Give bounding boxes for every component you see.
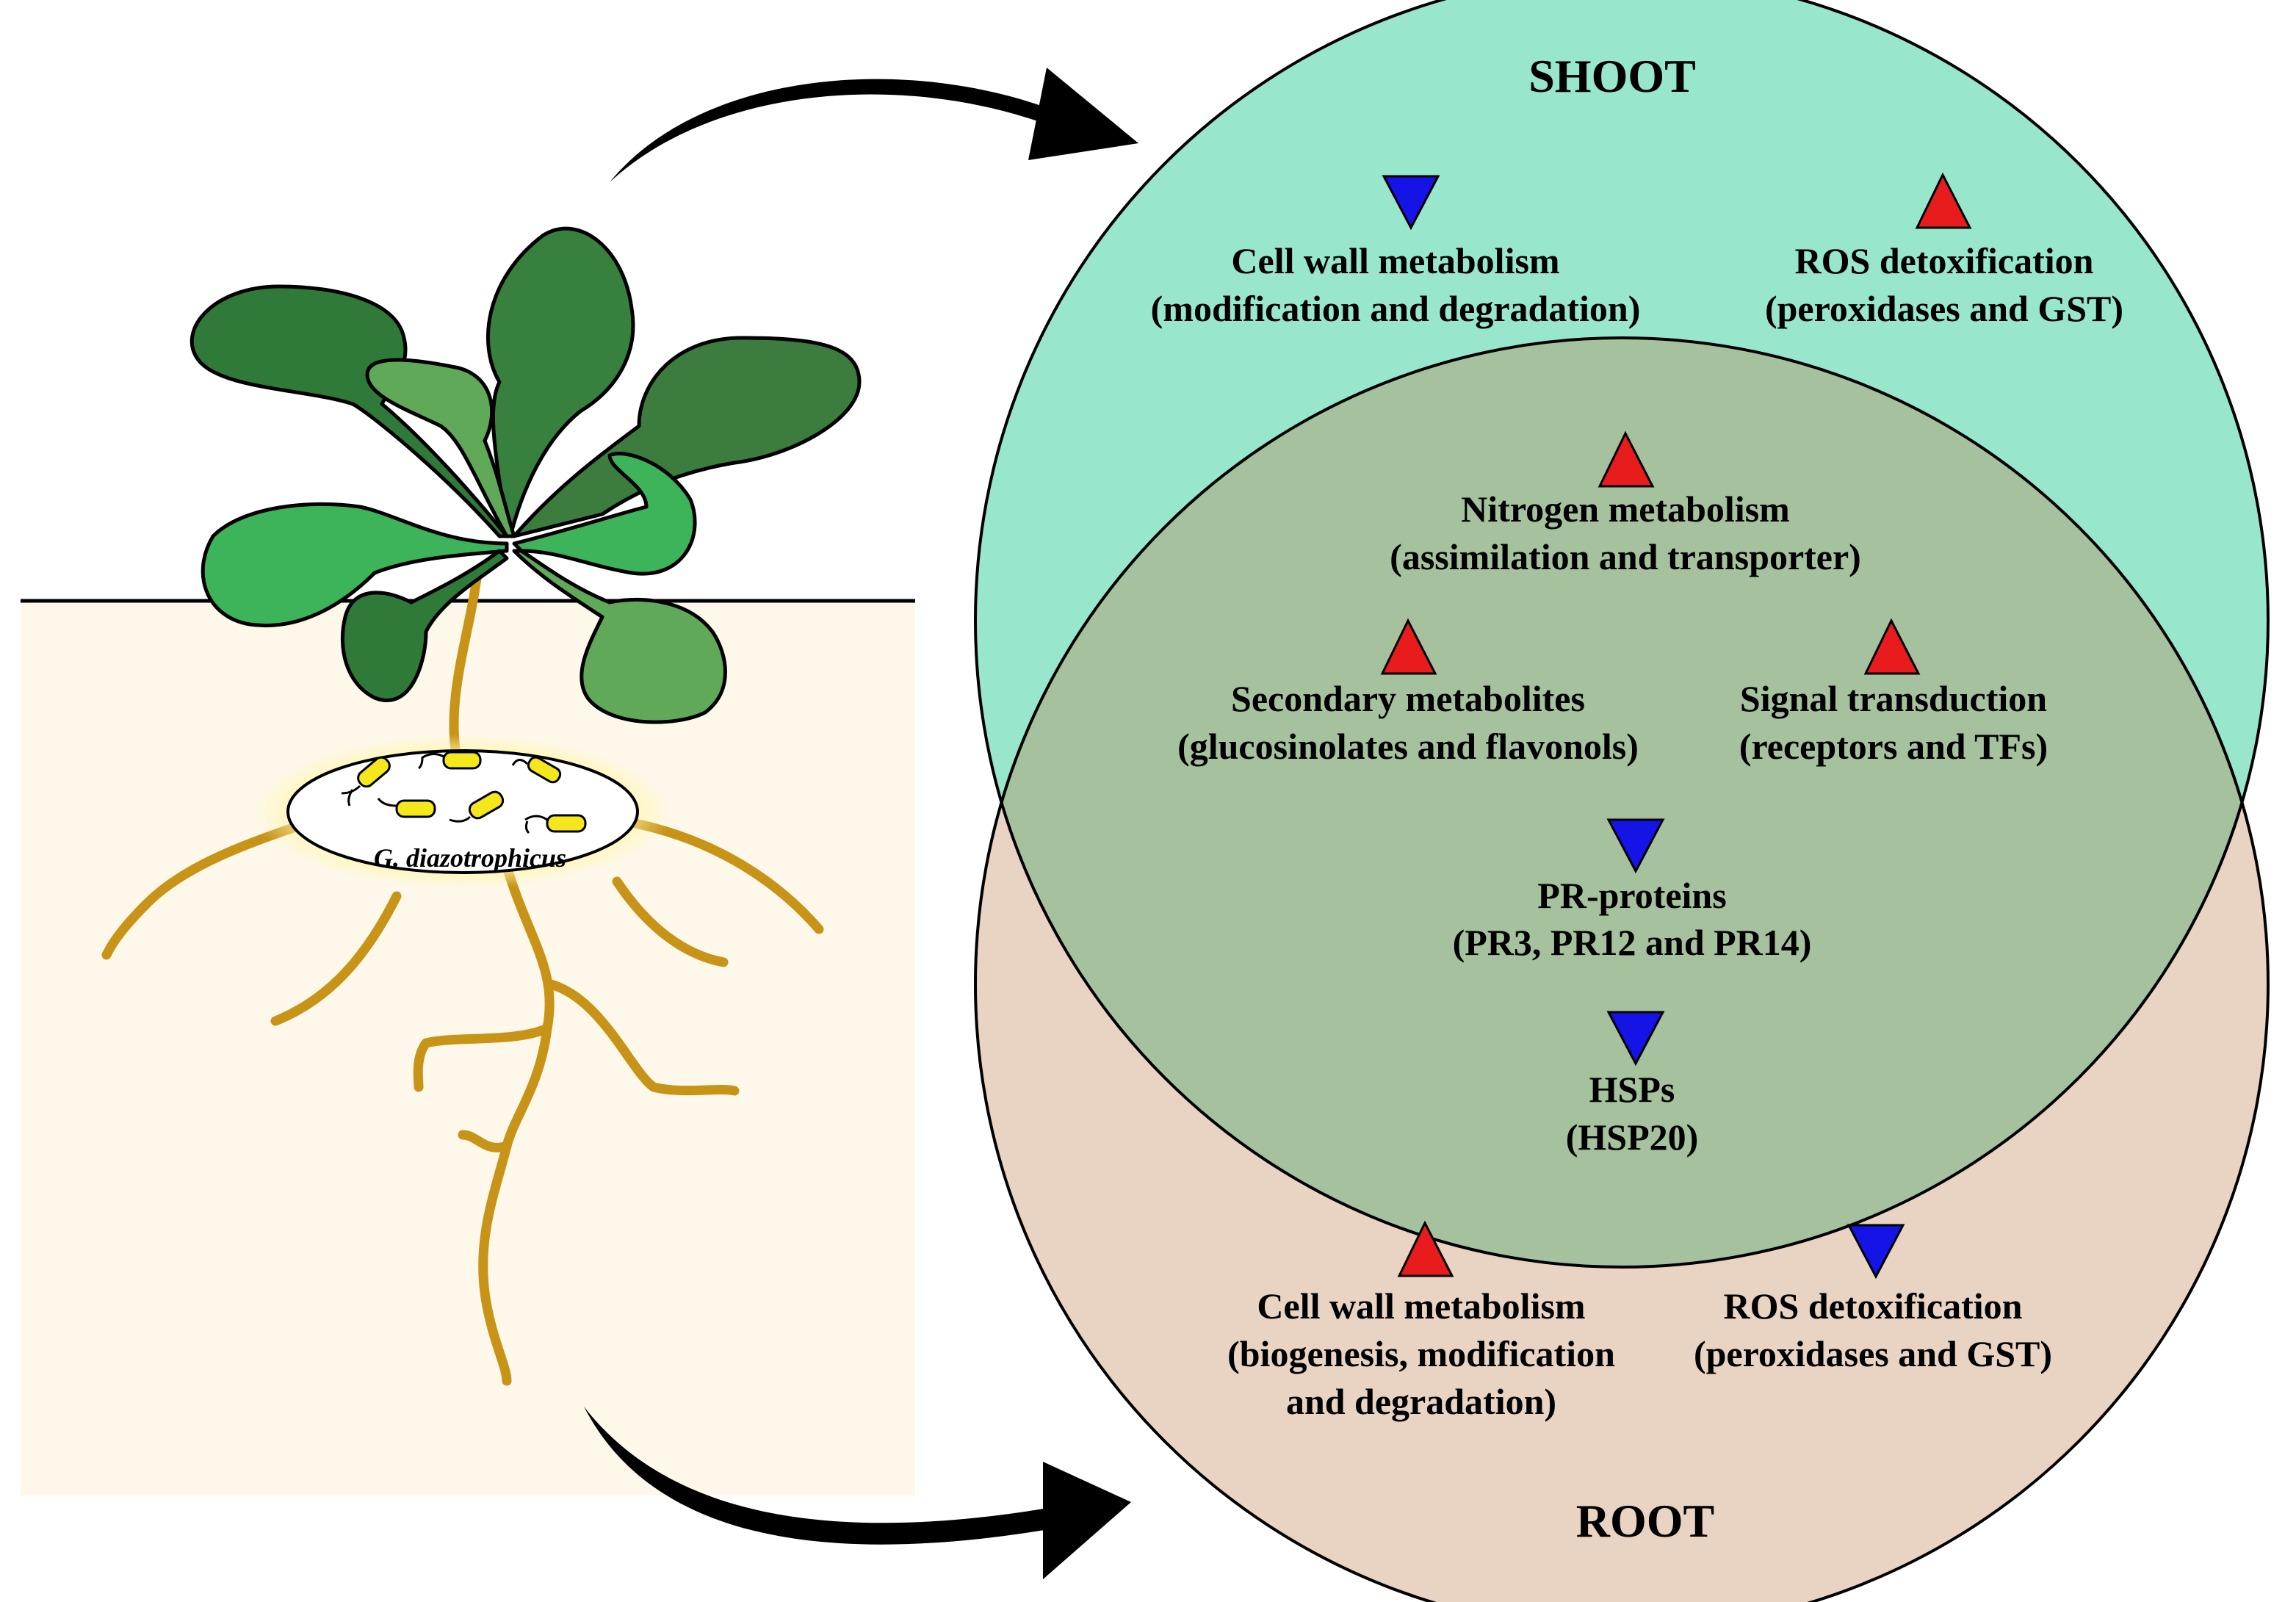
shoot-title: SHOOT — [1528, 50, 1696, 102]
shoot-outline — [974, 0, 2270, 1269]
root-item: Cell wall metabolism (biogenesis, modifi… — [1227, 1220, 1615, 1422]
flow-arrows — [584, 68, 1138, 1579]
leaf — [365, 358, 516, 538]
bacteria-cells — [341, 751, 587, 834]
svg-text:Nitrogen metabolism: Nitrogen metabolism — [1461, 488, 1790, 530]
shared-item: Nitrogen metabolism (assimilation and tr… — [1390, 430, 1861, 577]
plant-illustration: G. diazotrophicus — [21, 226, 915, 1495]
svg-text:Cell wall metabolism: Cell wall metabolism — [1231, 240, 1559, 281]
svg-text:Signal transduction: Signal transduction — [1740, 678, 2047, 719]
red-up-triangle-icon — [1863, 618, 1921, 675]
shared-item: Signal transduction (receptors and TFs) — [1739, 618, 2048, 767]
red-up-triangle-icon — [1915, 172, 1972, 229]
leaf — [486, 226, 635, 538]
blue-down-triangle-icon — [1606, 818, 1665, 874]
bacterium-icon — [524, 814, 587, 834]
bacterium-icon — [341, 756, 391, 807]
red-up-triangle-icon — [1380, 618, 1437, 675]
svg-text:(receptors and TFs): (receptors and TFs) — [1739, 726, 2048, 767]
root-title: ROOT — [1576, 1495, 1714, 1547]
svg-text:PR-proteins: PR-proteins — [1537, 875, 1726, 916]
shoot-item: Cell wall metabolism (modification and d… — [1151, 175, 1641, 329]
bacterium-icon — [449, 790, 505, 823]
venn — [974, 0, 2270, 1602]
shared-item: HSPs (HSP20) — [1566, 1011, 1699, 1158]
svg-text:ROS detoxification: ROS detoxification — [1795, 240, 2094, 281]
bacterium-icon — [511, 756, 562, 784]
svg-text:(HSP20): (HSP20) — [1566, 1116, 1699, 1158]
root-item: ROS detoxification (peroxidases and GST) — [1694, 1224, 2052, 1374]
blue-down-triangle-icon — [1382, 175, 1440, 231]
red-up-triangle-icon — [1598, 430, 1655, 488]
svg-text:ROS detoxification: ROS detoxification — [1724, 1285, 2023, 1327]
blue-down-triangle-icon — [1606, 1011, 1665, 1067]
root-outline — [974, 336, 2270, 1602]
svg-text:Cell wall metabolism: Cell wall metabolism — [1257, 1285, 1585, 1327]
svg-text:(glucosinolates and flavonols): (glucosinolates and flavonols) — [1177, 726, 1639, 767]
leaf — [512, 549, 727, 724]
overlap-region — [975, 338, 2268, 1267]
red-up-triangle-icon — [1397, 1220, 1454, 1277]
rosette — [189, 226, 862, 724]
svg-text:(modification and degradation): (modification and degradation) — [1151, 288, 1641, 329]
blue-down-triangle-icon — [1846, 1224, 1905, 1280]
svg-text:(assimilation and transporter): (assimilation and transporter) — [1390, 536, 1861, 577]
svg-text:(PR3, PR12 and PR14): (PR3, PR12 and PR14) — [1453, 922, 1812, 963]
leaf — [512, 336, 862, 538]
organism-label: G. diazotrophicus — [374, 843, 566, 873]
svg-text:Secondary metabolites: Secondary metabolites — [1231, 678, 1585, 719]
arrow-to-root — [584, 1407, 1131, 1579]
arrow-to-shoot — [610, 68, 1138, 182]
svg-text:(biogenesis, modification: (biogenesis, modification — [1227, 1333, 1615, 1374]
svg-text:(peroxidases and GST): (peroxidases and GST) — [1694, 1333, 2052, 1374]
root-system — [101, 568, 824, 1386]
svg-text:HSPs: HSPs — [1589, 1069, 1675, 1110]
leaf — [512, 452, 697, 576]
svg-text:(peroxidases and GST): (peroxidases and GST) — [1765, 288, 2123, 329]
leaf — [201, 502, 509, 627]
leaf — [189, 284, 509, 538]
leaf — [340, 549, 509, 702]
svg-text:and degradation): and degradation) — [1286, 1381, 1556, 1422]
bacterium-icon — [377, 798, 436, 818]
shared-item: PR-proteins (PR3, PR12 and PR14) — [1453, 818, 1812, 963]
bacterium-icon — [417, 751, 482, 770]
shared-item: Secondary metabolites (glucosinolates an… — [1177, 618, 1639, 767]
shoot-item: ROS detoxification (peroxidases and GST) — [1765, 172, 2123, 329]
